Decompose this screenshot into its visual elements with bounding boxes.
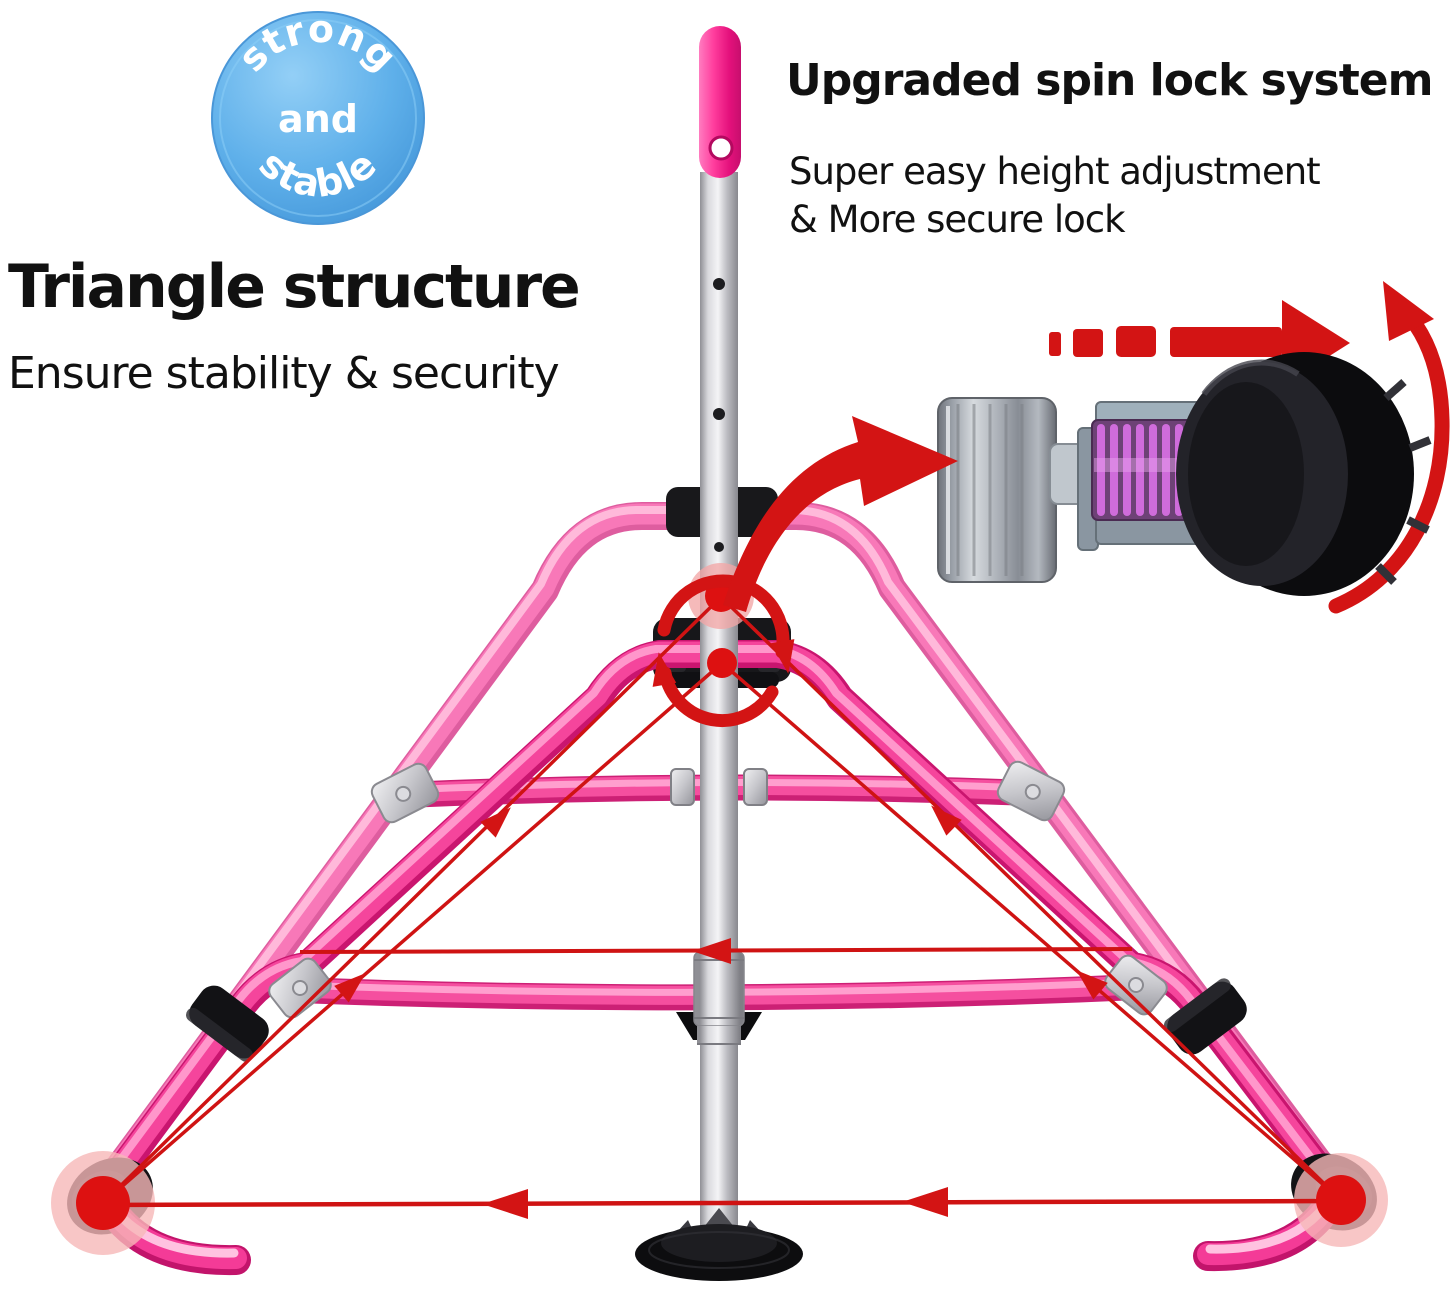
strong-stable-badge: strong and stable xyxy=(211,7,425,225)
triangle-line-inner-right xyxy=(720,661,1343,1202)
arrowhead-icon xyxy=(1076,970,1108,1000)
upper-center-clip-left xyxy=(670,768,695,806)
foam-sleeve-left xyxy=(186,985,269,1062)
arrowhead-icon xyxy=(692,938,731,964)
arrowhead-icon xyxy=(480,807,511,838)
corner-marker-left xyxy=(76,1176,130,1230)
hinge-plate-lower-left xyxy=(268,957,332,1019)
lock-knob xyxy=(1176,352,1432,596)
right-callout-subtitle: Super easy height adjustment & More secu… xyxy=(789,148,1321,244)
foam-sleeve-right xyxy=(1164,978,1247,1055)
base-span-line xyxy=(102,1198,1342,1208)
triangle-line-left xyxy=(101,595,723,1205)
hinge-plate-upper-left xyxy=(370,762,440,824)
zoom-callout-arrow-icon xyxy=(723,416,958,612)
left-callout-title: Triangle structure xyxy=(8,252,581,322)
adjustment-hole xyxy=(713,408,725,420)
triangle-line-inner-left xyxy=(101,661,724,1205)
right-callout-title: Upgraded spin lock system xyxy=(786,55,1433,106)
hinge-plate-lower-right xyxy=(1104,954,1168,1016)
corner-marker-right xyxy=(1316,1175,1366,1225)
slide-direction-arrow-icon xyxy=(1049,300,1350,386)
badge-word-middle: and xyxy=(278,97,358,141)
pole-cap xyxy=(699,26,741,178)
spin-lock-marker xyxy=(707,648,737,678)
hinge-plate-upper-right xyxy=(996,760,1066,822)
triangle-line-right xyxy=(719,595,1343,1202)
lock-cylinder xyxy=(937,397,1057,583)
right-callout-line1: Super easy height adjustment xyxy=(789,150,1321,193)
arrowhead-icon xyxy=(931,805,962,836)
arrowhead-icon xyxy=(482,1189,528,1219)
triangle-annotations xyxy=(51,416,1388,1255)
arrowhead-icon xyxy=(902,1187,948,1217)
adjustment-hole xyxy=(714,542,724,552)
spin-lock-mechanism xyxy=(937,281,1450,614)
adjustment-hole xyxy=(713,278,725,290)
left-callout-subtitle: Ensure stability & security xyxy=(8,348,560,399)
pole-base-foot xyxy=(635,1208,803,1281)
upper-center-clip-right xyxy=(743,768,768,806)
arrowhead-icon xyxy=(334,973,366,1003)
right-callout-line2: & More secure lock xyxy=(789,198,1126,242)
